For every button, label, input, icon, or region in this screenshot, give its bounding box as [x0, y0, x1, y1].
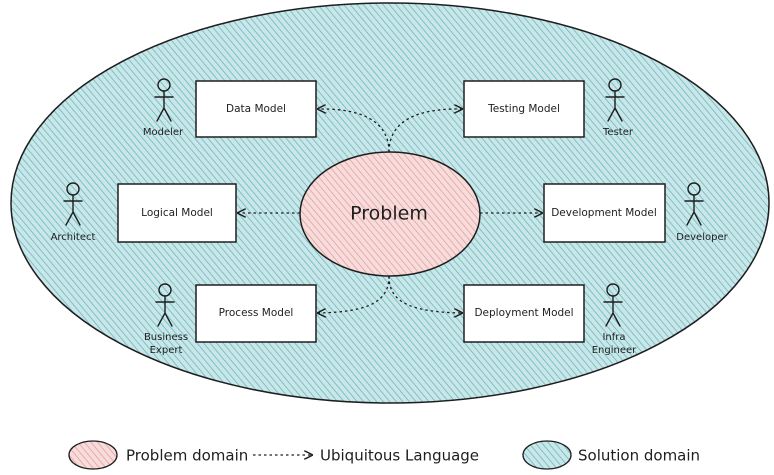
developer-label: Developer	[676, 232, 728, 243]
legend-solution-swatch	[522, 440, 572, 470]
arrow-to-deployment-model	[388, 275, 462, 313]
business-expert-person-icon	[155, 283, 175, 327]
data-model-box: Data Model	[195, 80, 317, 138]
ubiquitous-language-arrows	[238, 109, 542, 313]
development-model-label: Development Model	[551, 207, 657, 219]
problem-label: Problem	[350, 203, 428, 225]
logical-model-label: Logical Model	[141, 207, 213, 219]
legend-ubiquitous-language-label: Ubiquitous Language	[320, 447, 479, 465]
tester-label: Tester	[602, 127, 634, 138]
deployment-model-box: Deployment Model	[463, 284, 585, 343]
arrow-to-data-model	[318, 109, 390, 153]
infra-engineer-label-line2: Engineer	[592, 345, 637, 356]
process-model-label: Process Model	[219, 307, 294, 319]
business-expert-label-line1: Business	[144, 332, 188, 343]
architect-label: Architect	[51, 232, 96, 243]
modeler-label: Modeler	[143, 127, 184, 138]
legend-problem-domain-label: Problem domain	[126, 447, 248, 465]
infra-engineer-label-line1: Infra	[602, 332, 625, 343]
arrow-to-testing-model	[388, 109, 462, 153]
developer-person-icon	[684, 182, 704, 226]
testing-model-box: Testing Model	[463, 80, 585, 138]
testing-model-label: Testing Model	[487, 103, 560, 115]
data-model-label: Data Model	[226, 103, 286, 115]
infra-engineer-person-icon	[603, 283, 623, 327]
modeler-person-icon	[154, 78, 174, 122]
process-model-box: Process Model	[195, 284, 317, 343]
problem-node: Problem	[299, 151, 481, 277]
legend-problem-swatch	[68, 440, 118, 470]
legend: Problem domain Ubiquitous Language Solut…	[68, 440, 700, 470]
tester-person-icon	[605, 78, 625, 122]
arrow-to-process-model	[318, 275, 390, 313]
development-model-box: Development Model	[543, 183, 666, 243]
business-expert-label-line2: Expert	[150, 345, 183, 356]
architect-person-icon	[63, 182, 83, 226]
deployment-model-label: Deployment Model	[474, 307, 573, 319]
logical-model-box: Logical Model	[117, 183, 237, 243]
legend-solution-domain-label: Solution domain	[578, 447, 700, 465]
